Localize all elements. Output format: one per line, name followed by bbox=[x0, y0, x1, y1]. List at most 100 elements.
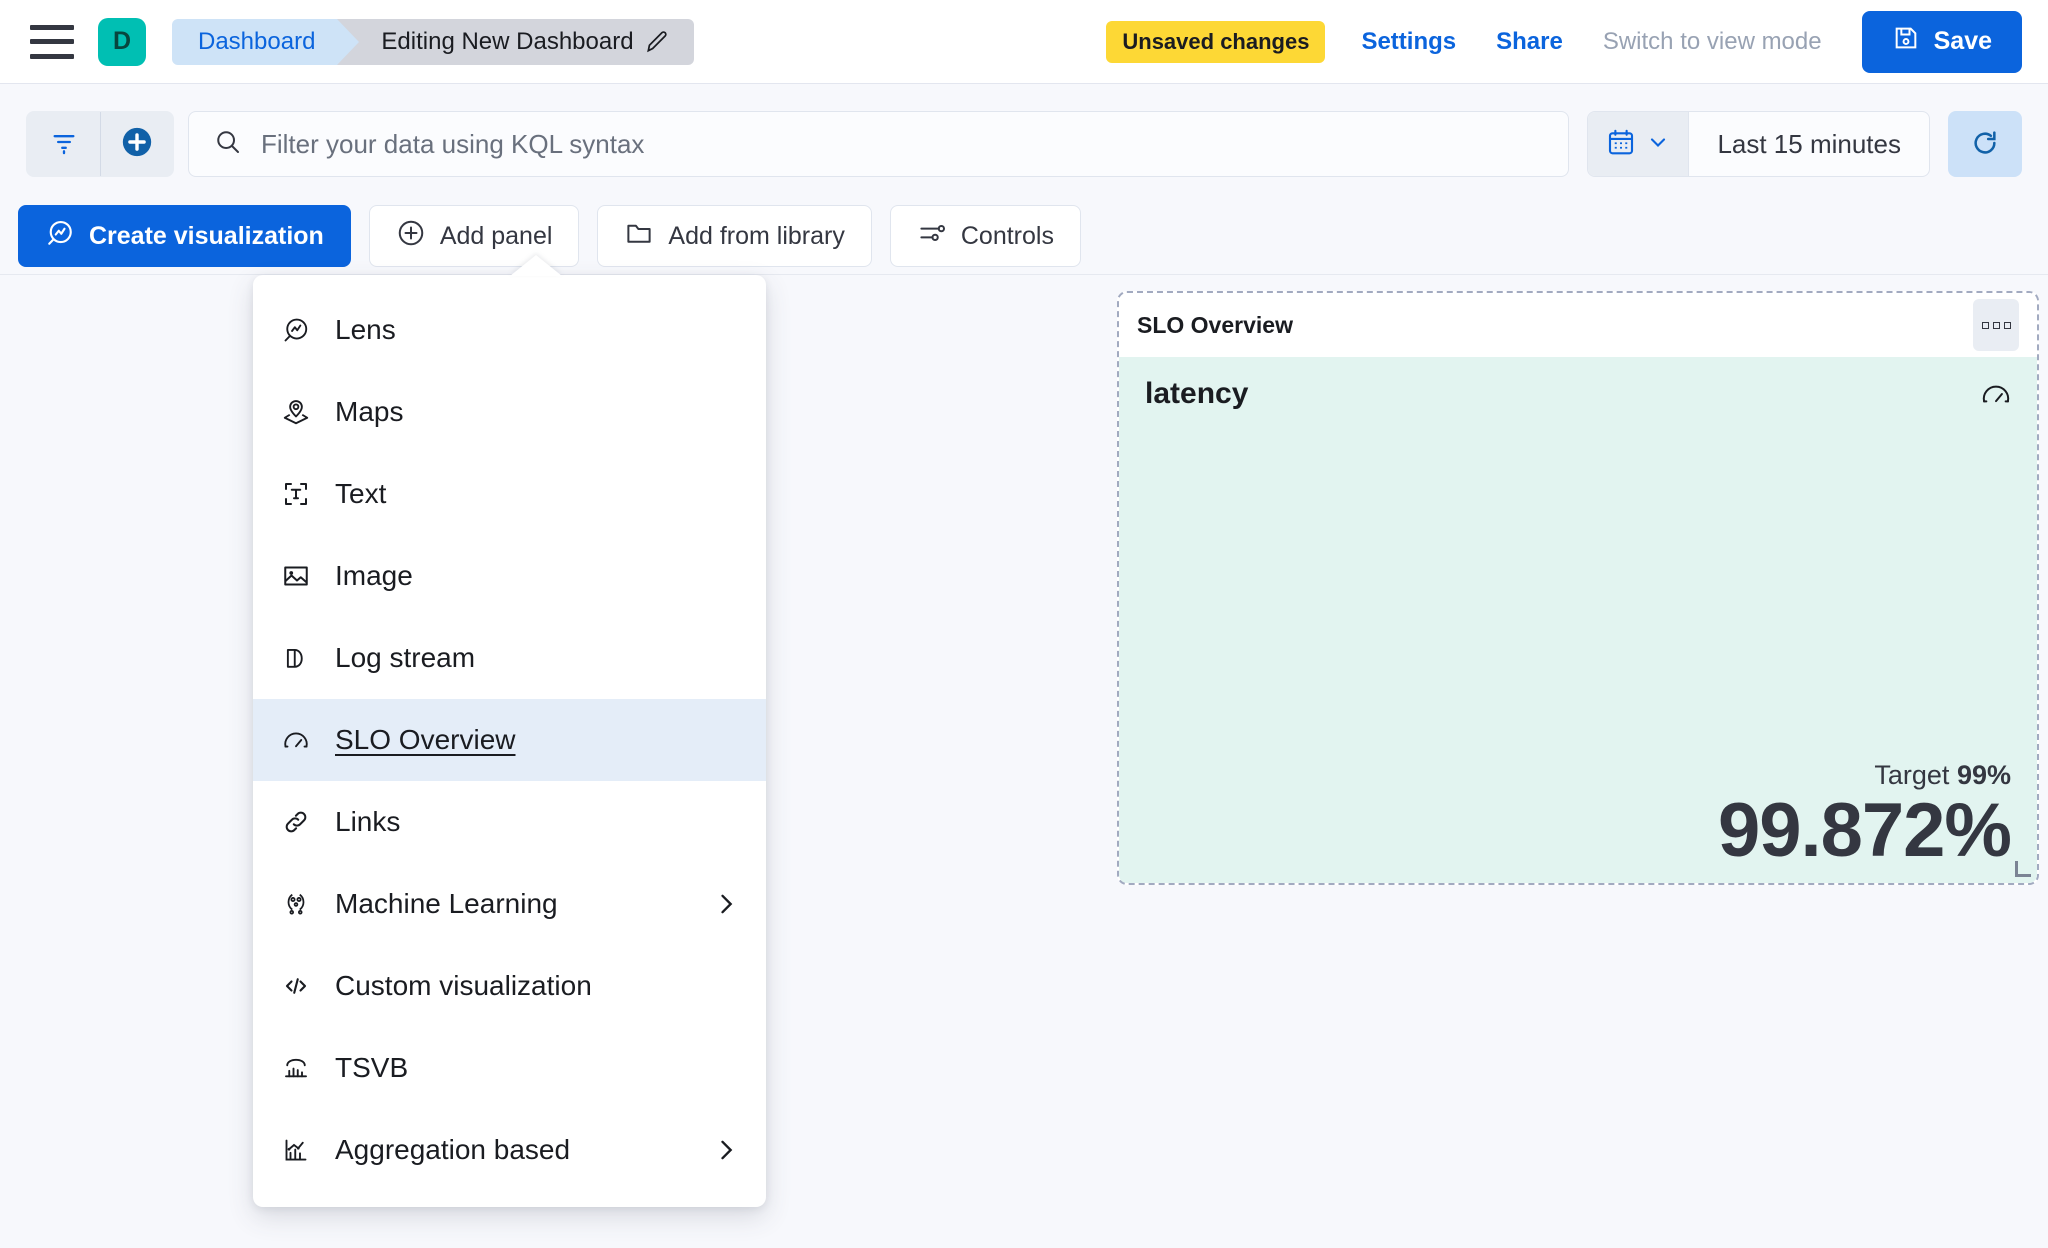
time-picker: Last 15 minutes bbox=[1587, 111, 1930, 177]
menu-item-label: Lens bbox=[335, 314, 396, 345]
gauge-icon bbox=[279, 723, 313, 757]
space-avatar[interactable]: D bbox=[98, 17, 146, 66]
save-disk-icon bbox=[1892, 24, 1920, 59]
grab-handle-dot bbox=[1981, 321, 1989, 329]
slo-target-label: Target bbox=[1874, 760, 1950, 790]
dashboard-edit-toolbar: Create visualization Add panel Add from … bbox=[0, 198, 2048, 274]
code-icon bbox=[279, 969, 313, 1003]
calendar-icon bbox=[1606, 127, 1636, 162]
menu-item-label: TSVB bbox=[335, 1052, 409, 1083]
add-from-library-button[interactable]: Add from library bbox=[597, 205, 872, 267]
menu-item-aggregation-based[interactable]: Aggregation based bbox=[253, 1109, 766, 1191]
panel-context-menu-button[interactable] bbox=[1973, 299, 2019, 351]
folder-icon bbox=[624, 218, 654, 255]
pencil-icon[interactable] bbox=[644, 29, 670, 55]
hamburger-bar bbox=[30, 39, 74, 44]
panel-title: SLO Overview bbox=[1137, 311, 1293, 338]
chevron-right-icon bbox=[712, 1136, 740, 1164]
menu-item-slo-overview[interactable]: SLO Overview bbox=[253, 699, 766, 781]
menu-item-label: Log stream bbox=[335, 642, 476, 673]
menu-item-label: Image bbox=[335, 560, 413, 591]
breadcrumb-item-dashboard[interactable]: Dashboard bbox=[172, 18, 360, 65]
menu-item-label: Maps bbox=[335, 396, 404, 427]
menu-item-maps[interactable]: Maps bbox=[253, 371, 766, 453]
time-range-value[interactable]: Last 15 minutes bbox=[1717, 128, 1901, 159]
add-circle-icon bbox=[120, 125, 154, 164]
plus-circle-icon bbox=[396, 218, 426, 255]
settings-link[interactable]: Settings bbox=[1361, 27, 1457, 55]
search-icon bbox=[213, 127, 243, 162]
breadcrumb-dashboard-label: Dashboard bbox=[198, 27, 316, 55]
menu-caret bbox=[510, 255, 562, 276]
refresh-button[interactable] bbox=[1948, 111, 2022, 177]
controls-icon bbox=[917, 218, 947, 255]
menu-item-label: Custom visualization bbox=[335, 970, 592, 1001]
save-button-label: Save bbox=[1933, 27, 1992, 55]
menu-item-label: Text bbox=[335, 478, 387, 509]
menu-item-tsvb[interactable]: TSVB bbox=[253, 1027, 766, 1109]
create-visualization-button[interactable]: Create visualization bbox=[18, 205, 351, 267]
header-actions: Unsaved changes Settings Share Switch to… bbox=[1106, 10, 2048, 73]
controls-button[interactable]: Controls bbox=[889, 205, 1081, 267]
slo-stats: Target 99% 99.872% bbox=[1717, 760, 2012, 873]
log-stream-icon bbox=[279, 641, 313, 675]
aggregation-icon bbox=[279, 1133, 313, 1167]
grab-handle-dot bbox=[2003, 321, 2011, 329]
menu-item-machine-learning[interactable]: Machine Learning bbox=[253, 863, 766, 945]
text-box-icon bbox=[279, 477, 313, 511]
lens-icon bbox=[45, 218, 75, 255]
app-header: D Dashboard Editing New Dashboard Unsave… bbox=[0, 0, 2048, 84]
add-panel-label: Add panel bbox=[439, 221, 553, 250]
machine-learning-icon bbox=[279, 887, 313, 921]
image-icon bbox=[279, 559, 313, 593]
unsaved-changes-badge: Unsaved changes bbox=[1106, 20, 1326, 63]
date-quick-select-button[interactable] bbox=[1588, 112, 1690, 176]
switch-to-view-mode-link[interactable]: Switch to view mode bbox=[1602, 27, 1822, 55]
lens-icon bbox=[279, 313, 313, 347]
map-marker-icon bbox=[279, 395, 313, 429]
tsvb-icon bbox=[279, 1051, 313, 1085]
share-link[interactable]: Share bbox=[1496, 27, 1563, 55]
menu-item-image[interactable]: Image bbox=[253, 535, 766, 617]
menu-item-links[interactable]: Links bbox=[253, 781, 766, 863]
breadcrumb: Dashboard Editing New Dashboard bbox=[172, 18, 694, 65]
search-input-placeholder: Filter your data using KQL syntax bbox=[261, 128, 645, 159]
hamburger-bar bbox=[30, 24, 74, 30]
chevron-down-icon bbox=[1646, 130, 1670, 159]
query-bar: Filter your data using KQL syntax Last 1… bbox=[0, 85, 2048, 203]
hamburger-menu-icon[interactable] bbox=[30, 24, 74, 59]
controls-label: Controls bbox=[960, 221, 1054, 250]
menu-item-custom-visualization[interactable]: Custom visualization bbox=[253, 945, 766, 1027]
create-visualization-label: Create visualization bbox=[89, 221, 324, 250]
add-from-library-label: Add from library bbox=[668, 221, 845, 250]
slo-target: Target 99% bbox=[1718, 760, 2011, 791]
breadcrumb-item-current[interactable]: Editing New Dashboard bbox=[337, 18, 694, 65]
link-icon bbox=[279, 805, 313, 839]
slo-target-value: 99% bbox=[1956, 760, 2011, 790]
filter-button-group bbox=[26, 111, 174, 177]
chevron-right-icon bbox=[712, 890, 740, 918]
filter-options-button[interactable] bbox=[27, 112, 100, 176]
slo-sli-value: 99.872% bbox=[1717, 788, 2012, 873]
add-panel-menu: Lens Maps Text bbox=[253, 275, 766, 1207]
refresh-icon bbox=[1969, 127, 2001, 162]
gauge-icon bbox=[1979, 377, 2013, 416]
slo-panel-body: latency Target 99% 99.872% bbox=[1119, 357, 2037, 883]
dashboard-canvas: Lens Maps Text bbox=[0, 255, 2048, 1248]
grab-handle-dot bbox=[1992, 321, 2000, 329]
menu-item-lens[interactable]: Lens bbox=[253, 289, 766, 371]
menu-item-log-stream[interactable]: Log stream bbox=[253, 617, 766, 699]
menu-item-label: SLO Overview bbox=[335, 724, 516, 755]
resize-handle-icon[interactable] bbox=[2015, 861, 2031, 877]
menu-item-label: Aggregation based bbox=[335, 1134, 571, 1165]
add-filter-button[interactable] bbox=[100, 112, 173, 176]
panel-header: SLO Overview bbox=[1119, 293, 2037, 357]
menu-item-text[interactable]: Text bbox=[253, 453, 766, 535]
save-button[interactable]: Save bbox=[1861, 10, 2022, 73]
slo-metric-name: latency bbox=[1145, 377, 1249, 410]
menu-item-label: Machine Learning bbox=[335, 888, 558, 919]
filter-icon bbox=[50, 128, 78, 161]
hamburger-bar bbox=[30, 53, 74, 59]
search-input[interactable]: Filter your data using KQL syntax bbox=[188, 111, 1570, 177]
slo-overview-panel[interactable]: SLO Overview latency Target 99% bbox=[1117, 291, 2039, 885]
